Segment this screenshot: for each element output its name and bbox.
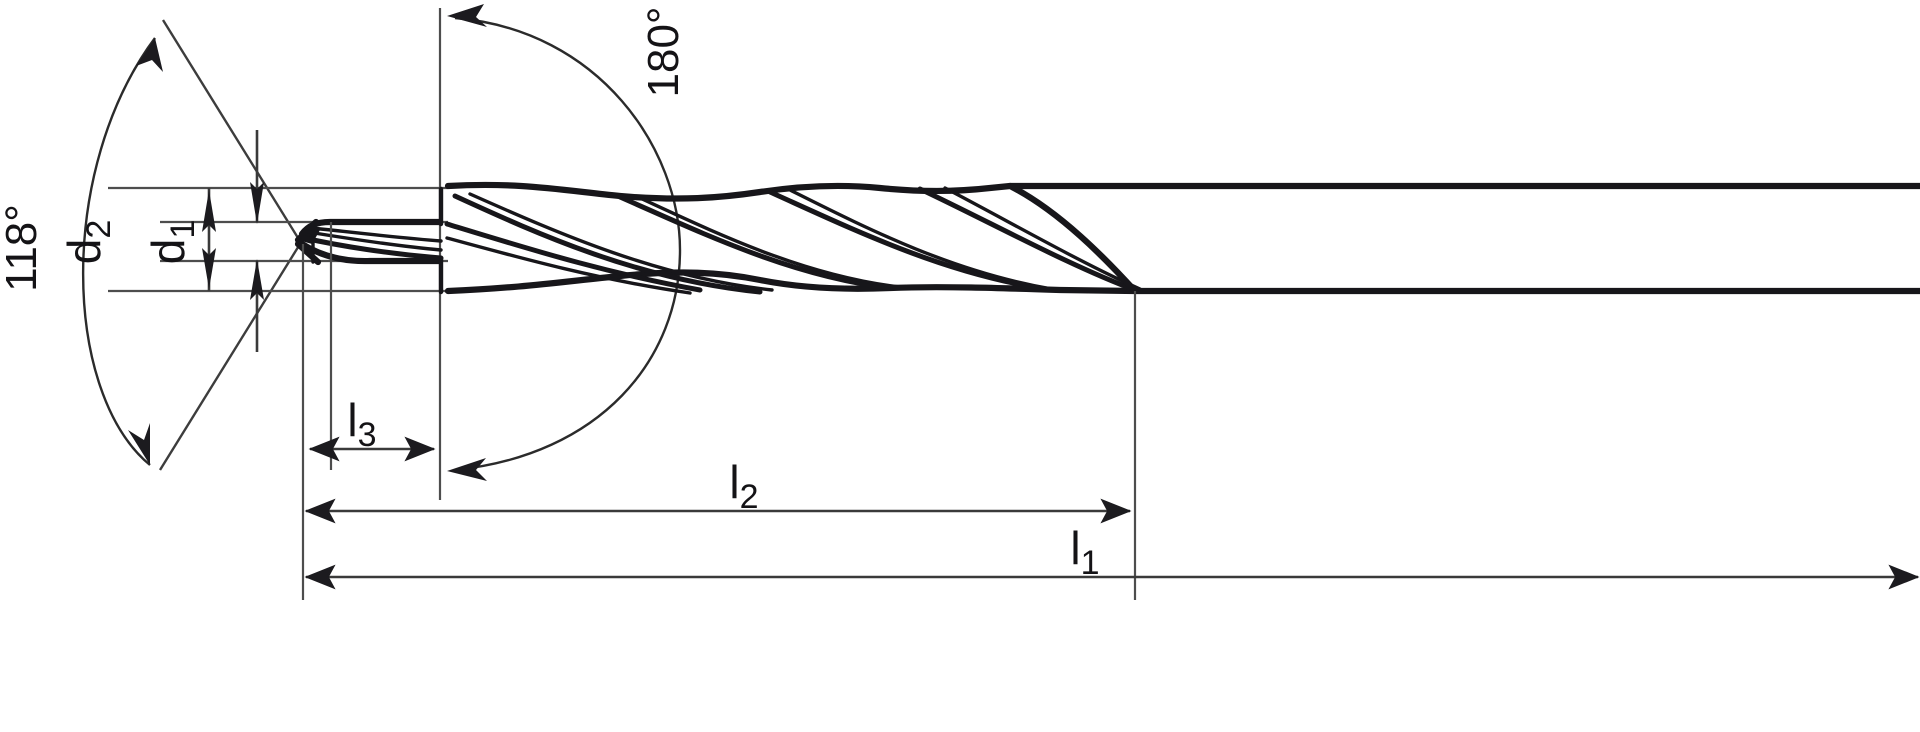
d2-label-base: d [58,239,110,265]
l2-label: l2 [729,456,758,516]
pilot-flute-2 [306,230,443,252]
main-flute-3b [638,196,902,289]
point-angle-arc [82,37,156,466]
d2-label-subscript: 2 [80,220,118,239]
l1-label-base: l [1070,522,1080,574]
l3-label-base: l [347,394,357,446]
l1-label: l1 [1070,522,1099,582]
l1-dimension-group: l1 [304,522,1920,590]
main-flute-5b [943,186,1142,291]
flute-runout-edge [1008,183,1139,295]
d2-dimension-group: d2 [58,188,216,291]
point-angle-label-group: 118° [0,204,46,292]
l2-label-subscript: 2 [740,478,759,516]
pilot-flute-3 [310,226,443,243]
drill-geometry [294,181,1920,295]
point-angle-label: 118° [0,204,46,292]
main-flute-3 [617,194,893,291]
d1-label-base: d [142,239,194,265]
d1-dimension-group: d1 [142,130,264,352]
l2-label-base: l [729,456,739,508]
l1-label-subscript: 1 [1081,544,1100,582]
helix-angle-group: 180° [438,4,688,500]
main-flute-1 [444,221,703,293]
l3-dimension-group: l3 [301,222,436,600]
d2-label-group: d2 [58,220,118,265]
main-flute-1b [445,236,692,295]
pilot-flute-lines [301,226,444,261]
point-angle-flank-upper [161,19,305,247]
l2-dimension-group: l2 [304,291,1137,600]
helix-angle-label: 180° [639,6,688,97]
main-flute-lines [444,183,1142,295]
helix-angle-label-group: 180° [639,6,688,97]
flute-body-lower-silhouette [444,269,1139,295]
flute-body-upper-silhouette [444,181,1014,202]
d2-arrow-bottom [202,248,216,289]
helix-arrow-top [447,4,487,27]
main-flute-5 [917,186,1138,293]
point-angle-flank-lower [158,243,302,471]
main-flute-2b [468,192,774,292]
d2-label: d2 [58,220,118,265]
main-flute-4 [767,189,1043,291]
point-angle-group: 118° [0,19,305,471]
d1-label-subscript: 1 [164,220,202,239]
helix-reference-arc [454,16,682,472]
helix-arrow-bottom [447,458,487,481]
pilot-flute-1 [301,235,444,261]
l3-label-subscript: 3 [358,416,377,454]
d1-label: d1 [142,220,202,265]
point-angle-arrow-top [136,38,163,72]
main-flute-4b [788,188,1054,291]
d1-arrow-top [250,182,264,224]
d1-label-group: d1 [142,220,202,265]
main-flute-2 [452,193,763,295]
d2-arrow-top [202,190,216,232]
d1-arrow-bottom [250,259,264,300]
point-angle-arrow-bottom [128,423,150,465]
pilot-lower-edge [298,240,444,265]
l3-label: l3 [347,394,376,454]
